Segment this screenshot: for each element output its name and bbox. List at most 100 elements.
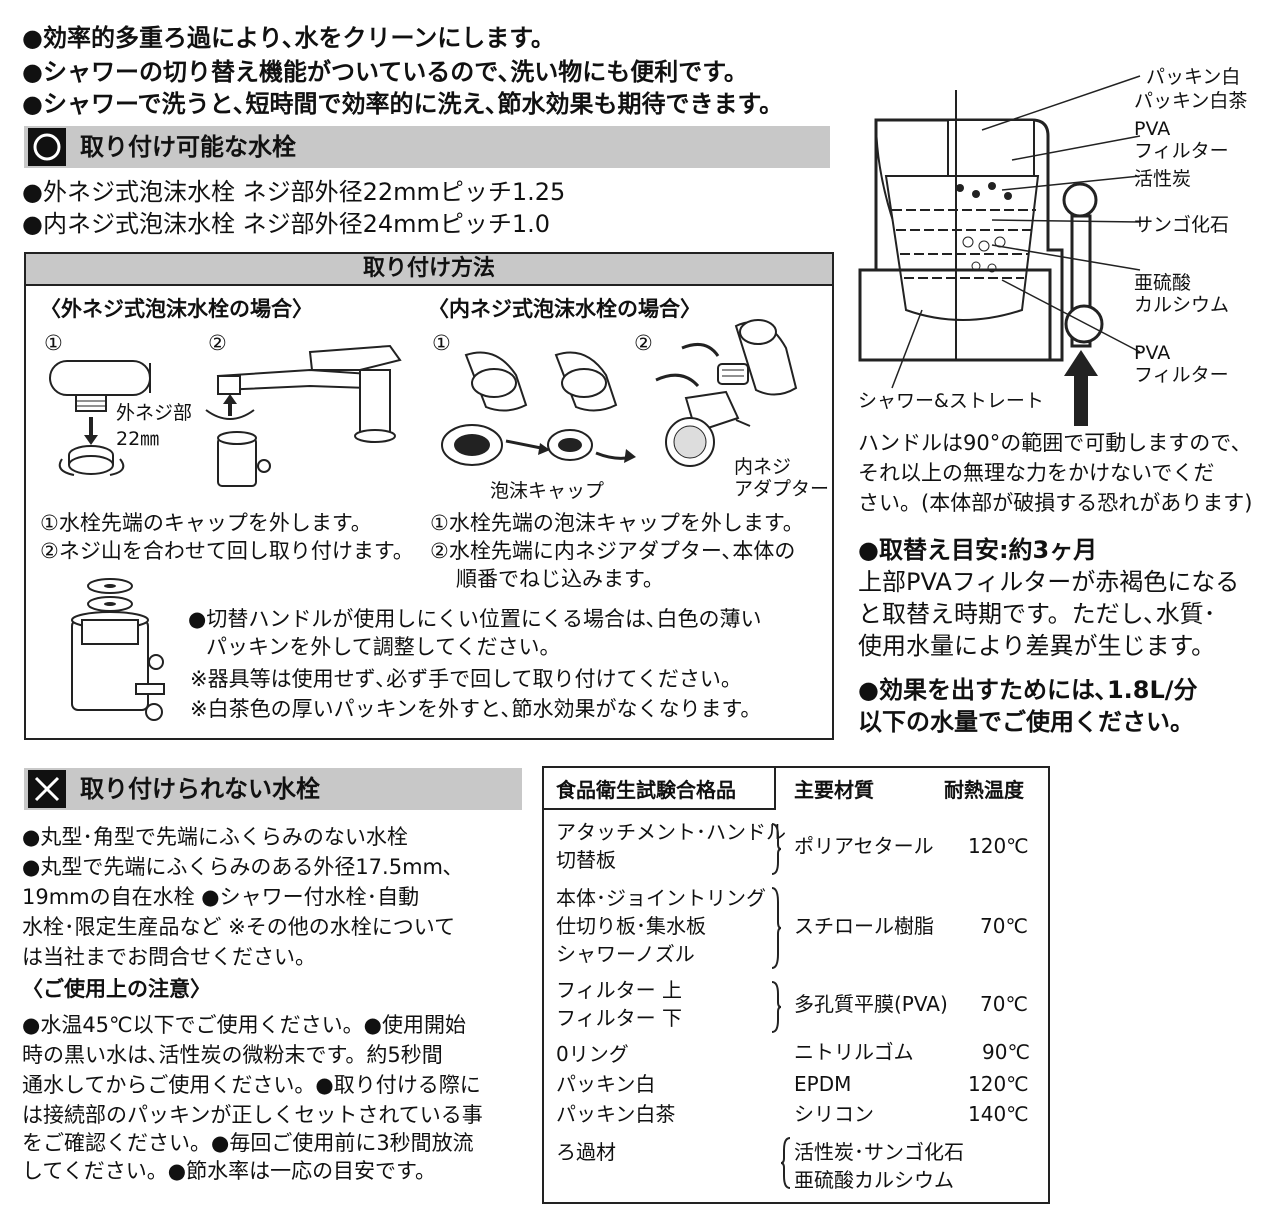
handle-note-2: パッキンを外して調整してください。: [206, 635, 561, 659]
row5-part: パッキン白: [556, 1072, 656, 1096]
diagram-label-filter-2: フィルター: [1134, 364, 1229, 386]
install-title: 取り付け方法: [362, 256, 495, 281]
diagram-label-packing-white: パッキン白: [1146, 66, 1241, 88]
inner-step-1: ①: [432, 331, 451, 355]
incompatible-line-3: 19mmの自在水栓 ●シャワー付水栓･自動: [22, 885, 420, 909]
row4-temp: 90℃: [982, 1040, 1030, 1064]
diagram-note-2: それ以上の無理な力をかけないでくだ: [858, 461, 1215, 485]
row3-part-1: フィルター 上: [556, 978, 682, 1002]
row5-temp: 120℃: [968, 1072, 1029, 1096]
replace-line-2: と取替え時期です。ただし､水質･: [858, 600, 1216, 628]
inner-note-2: ②水栓先端に内ネジアダプター､本体の: [430, 539, 796, 563]
intro-line-3: ●シャワーで洗うと､短時間で効率的に洗え､節水効果も期待できます。: [22, 90, 784, 118]
caution-line-6: してください。●節水率は一応の目安です。: [22, 1159, 436, 1183]
incompatible-title: 取り付けられない水栓: [80, 775, 320, 803]
row1-temp: 120℃: [968, 834, 1029, 858]
diagram-label-sulfite-2: カルシウム: [1134, 294, 1230, 316]
intro-line-1: ●効率的多重ろ過により､水をクリーンにします。: [22, 24, 555, 52]
caution-line-2: 時の黒い水は､活性炭の微粉末です。約5秒間: [22, 1043, 443, 1067]
compatible-item-2: ●内ネジ式泡沫水栓 ネジ部外径24mmピッチ1.0: [22, 210, 551, 238]
adapter-label-2: アダプター: [734, 478, 830, 500]
adapter-label-1: 内ネジ: [734, 456, 792, 478]
row7-material-2: 亜硫酸カルシウム: [794, 1168, 954, 1192]
diagram-label-pva-2: PVA: [1134, 342, 1171, 364]
compatible-title: 取り付け可能な水栓: [80, 133, 296, 161]
incompatible-line-2: ●丸型で先端にふくらみのある外径17.5mm､: [22, 855, 454, 879]
inner-note-3: 順番でねじ込みます。: [456, 567, 664, 591]
incompatible-header: 取り付けられない水栓: [24, 768, 522, 810]
row7-material-1: 活性炭･サンゴ化石: [794, 1140, 964, 1164]
outer-step-1: ①: [44, 331, 63, 355]
effect-line-2: 以下の水量でご使用ください。: [858, 708, 1194, 736]
install-box: [24, 252, 834, 740]
compatible-header: 取り付け可能な水栓: [24, 126, 830, 168]
circle-icon: [28, 128, 66, 166]
row1-brace: [771, 823, 782, 875]
caution-heading: 〈ご使用上の注意〉: [22, 977, 211, 1001]
outer-step1-illustration: [49, 360, 151, 476]
diagram-note-1: ハンドルは90°の範囲で可動しますので､: [858, 431, 1242, 455]
diagram-label-filter-1: フィルター: [1134, 140, 1229, 162]
intro-line-2: ●シャワーの切り替え機能がついているので､洗い物にも便利です。: [22, 58, 748, 86]
row2-part-3: シャワーノズル: [556, 942, 695, 966]
caution-line-4: は接続部のパッキンが正しくセットされている事: [22, 1103, 483, 1127]
inner-note-1: ①水栓先端の泡沫キャップを外します。: [430, 511, 804, 535]
packing-illustration: [71, 578, 165, 721]
outer-step-2: ②: [208, 331, 227, 355]
diagram-label-shower: シャワー&ストレート: [858, 390, 1044, 412]
row3-brace: [771, 981, 782, 1033]
row3-temp: 70℃: [980, 992, 1028, 1016]
filter-cross-section-diagram: [858, 75, 1141, 426]
diagram-label-packing-white-brown: パッキン白茶: [1134, 90, 1248, 112]
row2-temp: 70℃: [980, 914, 1028, 938]
row7-brace: [780, 1137, 791, 1189]
diagram-label-pva-1: PVA: [1134, 118, 1171, 140]
outer-thread-label: 外ネジ部: [116, 402, 193, 424]
row2-brace: [771, 887, 782, 969]
table-header-material: 主要材質: [794, 778, 874, 802]
row7-part: ろ過材: [556, 1140, 616, 1164]
diagram-label-sulfite-1: 亜硫酸: [1134, 272, 1192, 294]
table-header-cell: [544, 768, 776, 810]
caution-line-3: 通水してからご使用ください。●取り付ける際に: [22, 1073, 481, 1097]
caution-line-1: ●水温45℃以下でご使用ください。●使用開始: [22, 1013, 466, 1037]
incompatible-line-1: ●丸型･角型で先端にふくらみのない水栓: [22, 825, 408, 849]
outer-size-label: 22㎜: [116, 428, 160, 450]
diagram-note-3: さい。(本体部が破損する恐れがあります): [858, 491, 1253, 515]
compatible-item-1: ●外ネジ式泡沫水栓 ネジ部外径22mmピッチ1.25: [22, 178, 566, 206]
handle-note-3: ※器具等は使用せず､必ず手で回して取り付けてください。: [190, 667, 742, 691]
outer-step2-illustration: [205, 344, 402, 487]
materials-table: [542, 766, 1050, 1204]
handle-note-4: ※白茶色の厚いパッキンを外すと､節水効果がなくなります。: [190, 697, 762, 721]
row3-part-2: フィルター 下: [556, 1006, 682, 1030]
row5-material: EPDM: [794, 1072, 852, 1096]
replace-heading: ●取替え目安:約3ヶ月: [858, 536, 1098, 564]
row2-material: スチロール樹脂: [794, 914, 934, 938]
table-header-temp: 耐熱温度: [944, 778, 1024, 802]
row1-part-1: アタッチメント･ハンドル: [556, 820, 786, 844]
row1-part-2: 切替板: [556, 848, 616, 872]
handle-note-1: ●切替ハンドルが使用しにくい位置にくる場合は､白色の薄い: [188, 607, 762, 631]
table-header-parts: 食品衛生試験合格品: [556, 778, 736, 802]
replace-line-3: 使用水量により差異が生じます。: [858, 632, 1216, 660]
caution-line-5: をご確認ください。●毎回ご使用前に3秒間放流: [22, 1131, 474, 1155]
row4-material: ニトリルゴム: [794, 1040, 914, 1064]
diagram-label-coral: サンゴ化石: [1134, 214, 1230, 236]
row2-part-2: 仕切り板･集水板: [556, 914, 706, 938]
row2-part-1: 本体･ジョイントリング: [556, 886, 766, 910]
cross-icon: [28, 770, 66, 808]
cap-label: 泡沫キャップ: [490, 480, 605, 502]
outer-heading: 〈外ネジ式泡沫水栓の場合〉: [40, 297, 313, 321]
row4-part: 0リング: [556, 1042, 629, 1066]
incompatible-line-5: は当社までお問合せください。: [22, 945, 316, 969]
inner-step-2: ②: [634, 331, 653, 355]
replace-line-1: 上部PVAフィルターが赤褐色になる: [858, 568, 1240, 596]
incompatible-line-4: 水栓･限定生産品など ※その他の水栓について: [22, 915, 456, 939]
row6-material: シリコン: [794, 1102, 874, 1126]
install-header: 取り付け方法: [26, 254, 832, 286]
inner-heading: 〈内ネジ式泡沫水栓の場合〉: [428, 297, 701, 321]
row3-material: 多孔質平膜(PVA): [794, 992, 948, 1016]
diagram-label-carbon: 活性炭: [1134, 168, 1192, 190]
row6-part: パッキン白茶: [556, 1102, 676, 1126]
outer-note-1: ①水栓先端のキャップを外します。: [40, 511, 372, 535]
